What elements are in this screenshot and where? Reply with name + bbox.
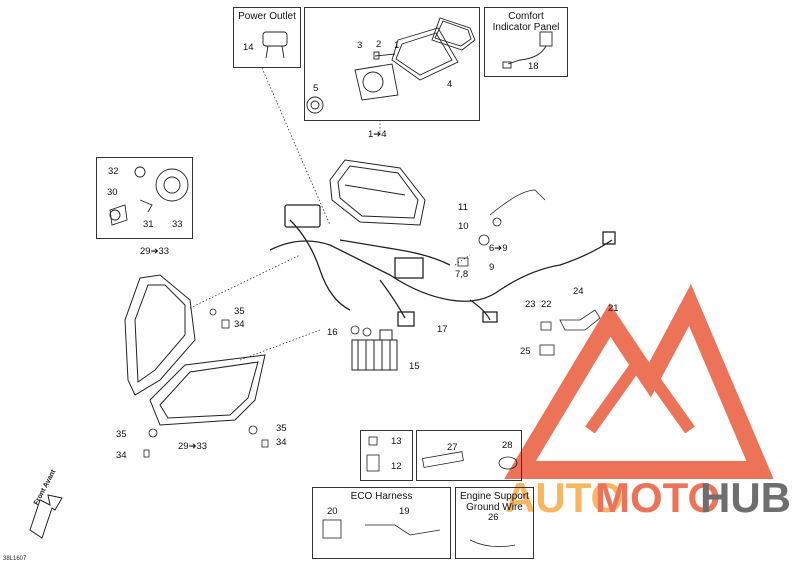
cluster-parts [306, 17, 476, 114]
document-code: 38L1607 [3, 556, 27, 562]
callout-10: 10 [458, 221, 469, 232]
callout-9: 9 [489, 262, 495, 273]
callout-27: 27 [447, 442, 458, 453]
eco-harness-title: ECO Harness [350, 491, 413, 502]
callout-31: 31 [143, 219, 154, 230]
callout-34-c: 34 [276, 437, 287, 448]
cluster-box [304, 7, 480, 121]
callout-21: 21 [608, 303, 619, 314]
bulb-kit-parts [109, 166, 189, 226]
callout-25: 25 [520, 346, 531, 357]
callout-17: 17 [437, 324, 448, 335]
callout-1to4: 1➔4 [368, 129, 387, 140]
callout-1: 1 [394, 40, 400, 51]
comfort-indicator-title: Comfort Indicator Panel [492, 11, 560, 33]
callout-6to9: 6➔9 [489, 243, 508, 254]
bulb-kit-box [96, 157, 193, 239]
callout-12: 12 [391, 461, 402, 472]
callout-16: 16 [327, 327, 338, 338]
callout-26: 26 [488, 512, 499, 523]
gauge-assembly [329, 159, 426, 226]
callout-33: 33 [172, 219, 183, 230]
engine-support-title: Engine Support Ground Wire [460, 491, 529, 513]
regulator-part [351, 329, 398, 371]
callout-15: 15 [409, 361, 420, 372]
hose-box [416, 430, 522, 481]
callout-5: 5 [313, 83, 319, 94]
watermark-moto: MOTO [595, 474, 720, 521]
callout-34-a: 34 [234, 319, 245, 330]
front-arrow [29, 494, 63, 539]
callout-30: 30 [107, 187, 118, 198]
callout-35-a: 35 [234, 306, 245, 317]
callout-18: 18 [528, 61, 539, 72]
watermark-hub: HUB [700, 474, 791, 521]
callout-23: 23 [525, 299, 536, 310]
power-outlet-box: Power Outlet [233, 7, 301, 68]
callout-32: 32 [108, 166, 119, 177]
callout-28: 28 [502, 440, 513, 451]
callout-35-c: 35 [276, 423, 287, 434]
hardware-parts [143, 189, 601, 548]
callout-7-8: 7,8 [455, 269, 469, 280]
callout-14: 14 [243, 42, 254, 53]
callout-34-b: 34 [116, 450, 127, 461]
callout-13: 13 [391, 436, 402, 447]
headlight-housings [124, 274, 266, 426]
eco-harness-box: ECO Harness [312, 487, 451, 559]
watermark-logo: AUTO MOTO HUB [504, 284, 791, 521]
comfort-indicator-box: Comfort Indicator Panel [484, 7, 568, 77]
callout-35-b: 35 [116, 429, 127, 440]
callout-20: 20 [327, 506, 338, 517]
callout-29to33-top: 29➔33 [140, 246, 170, 257]
callout-24: 24 [573, 286, 584, 297]
wiring-harness [269, 204, 616, 327]
power-outlet-title: Power Outlet [238, 11, 296, 22]
callout-4: 4 [447, 79, 453, 90]
engine-support-box: Engine Support Ground Wire [455, 487, 534, 559]
callout-22: 22 [541, 299, 552, 310]
callout-3: 3 [357, 40, 363, 51]
callout-19: 19 [399, 506, 410, 517]
callout-2: 2 [376, 39, 382, 50]
dotted-leaders [189, 67, 471, 361]
power-outlet-part [262, 31, 288, 59]
callout-29to33-bottom: 29➔33 [178, 441, 208, 452]
switch-box [360, 430, 413, 481]
callout-11: 11 [458, 202, 468, 213]
comfort-indicator-part [502, 31, 553, 69]
watermark-auto: AUTO [505, 474, 623, 521]
